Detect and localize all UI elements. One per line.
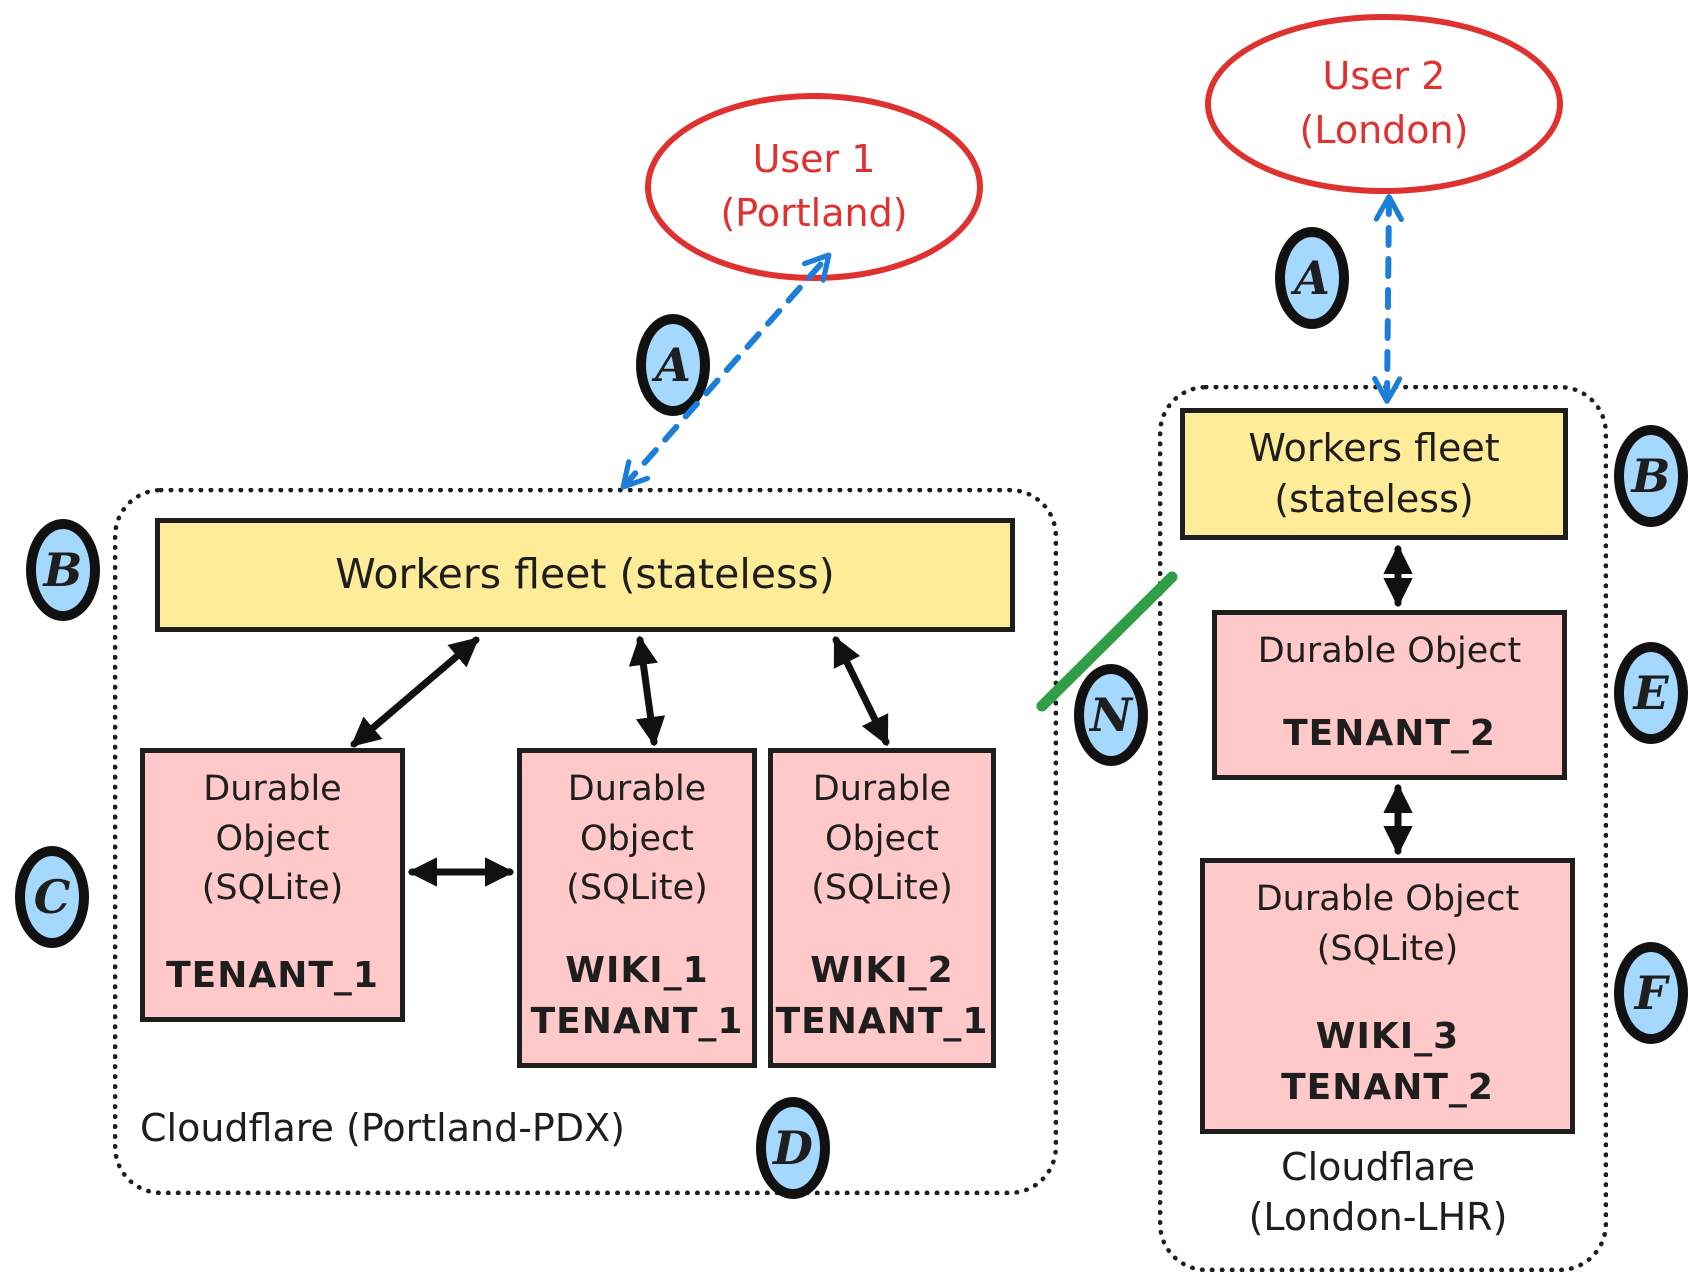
durable-object-wiki3-title: Durable Object (SQLite) <box>1255 879 1520 969</box>
durable-object-tenant1: Durable Object (SQLite) TENANT_1 <box>140 748 405 1022</box>
durable-object-tenant2: Durable Object TENANT_2 <box>1212 610 1567 780</box>
durable-object-wiki2-title: Durable Object (SQLite) <box>811 769 953 909</box>
durable-object-wiki2: Durable Object (SQLite) WIKI_2 TENANT_1 <box>768 748 996 1068</box>
badge-a-left: A <box>636 314 710 416</box>
badge-a-right-letter: A <box>1294 251 1330 305</box>
badge-a-right: A <box>1275 227 1349 329</box>
durable-object-tenant2-title: Durable Object <box>1257 631 1522 671</box>
durable-object-wiki3: Durable Object (SQLite) WIKI_3 TENANT_2 <box>1200 858 1575 1134</box>
badge-c: C <box>15 846 89 948</box>
badge-e-letter: E <box>1633 666 1669 720</box>
region-label-portland: Cloudflare (Portland-PDX) <box>140 1106 625 1150</box>
region-label-london: Cloudflare (London-LHR) <box>1248 1145 1508 1240</box>
badge-f: F <box>1614 942 1688 1044</box>
badge-b-right: B <box>1614 425 1688 527</box>
durable-object-wiki3-id: WIKI_3 TENANT_2 <box>1281 1016 1494 1108</box>
arrow-user2-workers <box>1387 198 1389 400</box>
badge-f-letter: F <box>1634 966 1668 1020</box>
durable-object-wiki1-id: WIKI_1 TENANT_1 <box>530 950 744 1042</box>
user1-portland-node: User 1 (Portland) <box>645 93 983 281</box>
badge-a-left-letter: A <box>655 338 691 392</box>
user2-london-node: User 2 (London) <box>1205 14 1563 194</box>
badge-d: D <box>756 1097 830 1199</box>
durable-object-wiki1-title: Durable Object (SQLite) <box>566 769 708 909</box>
durable-object-tenant1-id: TENANT_1 <box>166 954 379 996</box>
workers-fleet-portland: Workers fleet (stateless) <box>155 518 1015 632</box>
badge-d-letter: D <box>773 1121 813 1175</box>
badge-e: E <box>1614 642 1688 744</box>
durable-object-wiki2-id: WIKI_2 TENANT_1 <box>775 950 989 1042</box>
durable-object-tenant1-title: Durable Object (SQLite) <box>201 769 344 909</box>
badge-b-left-letter: B <box>43 543 83 597</box>
badge-b-right-letter: B <box>1631 449 1671 503</box>
badge-n: N <box>1074 664 1148 766</box>
workers-fleet-london: Workers fleet (stateless) <box>1180 408 1568 540</box>
badge-n-letter: N <box>1089 688 1133 742</box>
durable-object-wiki1: Durable Object (SQLite) WIKI_1 TENANT_1 <box>517 748 757 1068</box>
badge-c-letter: C <box>33 870 71 924</box>
badge-b-left: B <box>26 519 100 621</box>
durable-object-tenant2-id: TENANT_2 <box>1283 712 1496 754</box>
region-cloudflare-portland <box>113 488 1058 1195</box>
